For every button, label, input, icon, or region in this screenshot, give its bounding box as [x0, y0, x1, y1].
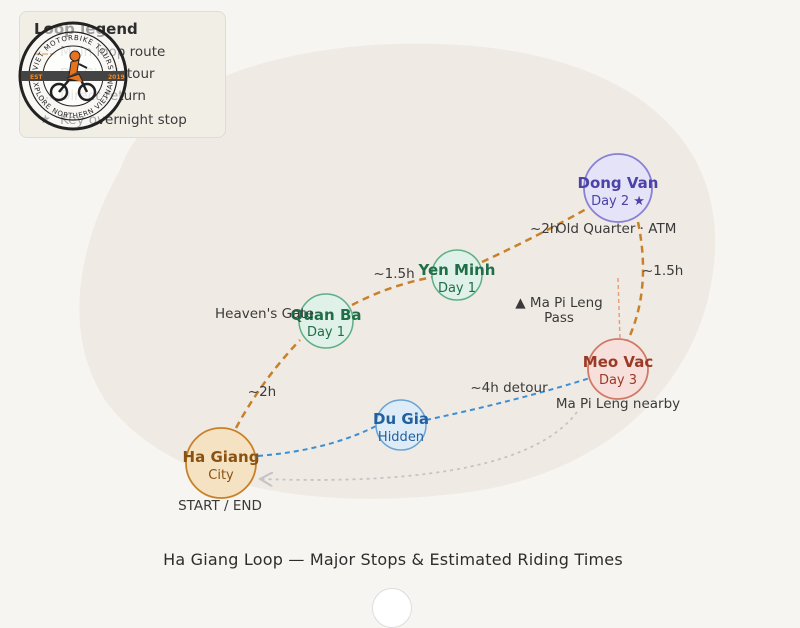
stop-du-gia-sub: Hidden	[378, 430, 424, 445]
route-du-gia-detour-west	[257, 424, 379, 457]
scroll-button[interactable]	[372, 588, 412, 628]
label-ma-pi-leng-pass-2: Pass	[544, 310, 574, 326]
route-diagram: Ha Giang City Quan Ba Day 1 Yen Minh Day…	[79, 43, 716, 514]
route-quan-ba-yen-minh	[351, 275, 434, 307]
stop-quan-ba-marker	[298, 293, 354, 349]
route-direct-return	[262, 411, 578, 480]
stop-quan-ba[interactable]: Quan Ba Day 1	[290, 293, 362, 349]
stop-dong-van[interactable]: Dong Van Day 2 ★	[578, 153, 659, 223]
svg-text:EST: EST	[30, 74, 43, 81]
route-du-gia-detour-east	[425, 377, 591, 421]
stop-yen-minh-sub: Day 1	[438, 281, 476, 296]
stop-yen-minh-marker	[431, 249, 483, 301]
stop-meo-vac[interactable]: Meo Vac Day 3	[583, 338, 653, 400]
stop-meo-vac-name: Meo Vac	[583, 353, 653, 371]
stop-quan-ba-sub: Day 1	[307, 325, 345, 340]
label-time-ym-dv: ~2h	[530, 221, 558, 237]
stop-ha-giang[interactable]: Ha Giang City	[183, 427, 260, 499]
stop-yen-minh-name: Yen Minh	[418, 261, 496, 279]
route-dong-van-meo-vac	[625, 221, 645, 343]
stop-yen-minh[interactable]: Yen Minh Day 1	[418, 249, 496, 301]
stop-du-gia[interactable]: Du Gia Hidden	[373, 399, 429, 451]
label-detour-time: ~4h detour	[470, 380, 548, 396]
stop-dong-van-marker	[583, 153, 653, 223]
stop-dong-van-sub: Day 2 ★	[591, 194, 645, 209]
stop-ha-giang-marker	[185, 427, 257, 499]
route-ma-pi-leng-link	[617, 277, 621, 341]
stop-quan-ba-name: Quan Ba	[290, 306, 361, 324]
stop-dong-van-name: Dong Van	[578, 174, 659, 192]
route-yen-minh-dong-van	[481, 206, 589, 264]
label-time-dv-mv: ~1.5h	[642, 263, 683, 279]
svg-text:2019: 2019	[108, 74, 125, 81]
motorbike-icon	[49, 50, 97, 102]
region-blob	[79, 43, 716, 499]
loop-map: Ha Giang City Quan Ba Day 1 Yen Minh Day…	[18, 11, 716, 628]
label-start-end: START / END	[178, 498, 262, 514]
stop-du-gia-name: Du Gia	[373, 410, 429, 428]
label-heavens-gate: Heaven's Gate	[215, 306, 314, 322]
tour-company-logo: VIET MOTORBIKE TOURS EXPLORE NORTHERN VI…	[18, 21, 128, 131]
label-time-qb-ym: ~1.5h	[373, 266, 414, 282]
stop-ha-giang-sub: City	[208, 468, 234, 483]
label-time-hg-qb: ~2h	[248, 384, 276, 400]
diagram-caption: Ha Giang Loop — Major Stops & Estimated …	[163, 550, 623, 569]
label-old-quarter: Old Quarter · ATM	[556, 221, 676, 237]
stop-ha-giang-name: Ha Giang	[183, 448, 260, 466]
label-ma-pi-leng-pass: ▲ Ma Pi Leng	[515, 295, 603, 311]
route-ha-giang-quan-ba	[234, 339, 301, 429]
stop-meo-vac-sub: Day 3	[599, 373, 637, 388]
label-ma-pi-leng-nearby: Ma Pi Leng nearby	[556, 396, 680, 412]
stop-meo-vac-marker	[587, 338, 649, 400]
stop-du-gia-marker	[375, 399, 427, 451]
